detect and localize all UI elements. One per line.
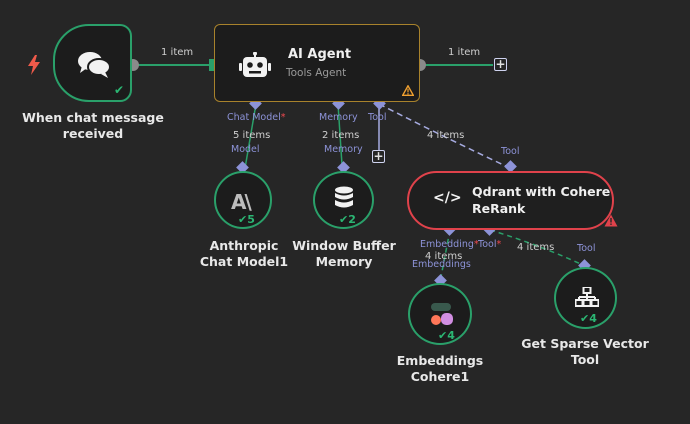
warning-icon (402, 85, 414, 96)
add-next-node-button[interactable]: + (494, 57, 507, 71)
sparse-label: Get Sparse Vector Tool (521, 336, 649, 367)
memory-port-label: Memory (319, 112, 358, 123)
check-icon: ✔4 (438, 329, 455, 342)
code-icon: </> (433, 190, 462, 206)
run-count: 4 (589, 312, 597, 325)
model-items-label: 5 items (233, 130, 271, 141)
embeddings-cohere-node[interactable]: ✔4 (408, 283, 472, 345)
robot-icon (239, 52, 271, 77)
edge-qdrant-tool (489, 229, 586, 267)
cohere-icon (431, 303, 453, 325)
qdrant-tool-port-label: Tool* (478, 239, 502, 250)
sparse-tool-input-label: Tool (577, 243, 596, 254)
run-count: 4 (447, 329, 455, 342)
model-input-port[interactable] (236, 161, 249, 174)
add-memory-button[interactable]: + (372, 149, 385, 163)
edge-tool (378, 103, 511, 169)
lightning-icon (28, 55, 40, 75)
get-sparse-vector-tool-node[interactable]: ✔4 (554, 267, 617, 329)
memory-input-label: Memory (324, 144, 363, 155)
embeddings-input-label: Embeddings (412, 259, 471, 270)
window-buffer-memory-node[interactable]: ✔2 (313, 171, 374, 229)
tool-items-label: 4 items (427, 130, 465, 141)
qdrant-tool-items-label: 4 items (517, 242, 555, 253)
model-input-label: Model (231, 144, 260, 155)
memory-label: Window Buffer Memory (292, 238, 396, 269)
qdrant-cohere-rerank-node[interactable]: </> Qdrant with Cohere ReRank (407, 171, 614, 230)
tool-input-label: Tool (501, 146, 520, 157)
check-icon: ✔2 (339, 213, 356, 226)
qdrant-title-line2: ReRank (472, 201, 526, 216)
anthropic-chat-model-node[interactable]: A\ ✔5 (214, 171, 272, 229)
warning-icon (604, 214, 618, 227)
check-icon: ✔5 (238, 213, 255, 226)
embed-items-label: 4 items (425, 251, 463, 262)
ai-agent-node[interactable]: AI Agent Tools Agent (214, 24, 420, 102)
agent-title: AI Agent (288, 47, 352, 62)
agent-subtitle: Tools Agent (286, 67, 347, 79)
edge-agent-out-label: 1 item (448, 47, 481, 58)
trigger-label: When chat message received (22, 110, 164, 141)
trigger-node[interactable]: ✔ (53, 24, 132, 102)
network-icon (575, 287, 599, 307)
run-count: 2 (348, 213, 356, 226)
memory-input-port[interactable] (337, 161, 350, 174)
tool-port-label: Tool (368, 112, 387, 123)
anthropic-label: Anthropic Chat Model1 (199, 238, 289, 269)
agent-input-handle[interactable] (209, 59, 215, 71)
embedding-port-label: Embedding* (420, 239, 479, 250)
check-icon: ✔ (114, 83, 125, 97)
edge-trigger-agent-label: 1 item (161, 47, 194, 58)
database-icon (335, 186, 353, 208)
chat-bubbles-icon (78, 52, 111, 78)
anthropic-icon: A\ (231, 190, 252, 214)
chat-model-port-label: Chat Model* (227, 112, 286, 123)
qdrant-title-line1: Qdrant with Cohere (472, 184, 611, 199)
check-icon: ✔4 (580, 312, 597, 325)
memory-items-label: 2 items (322, 130, 360, 141)
embeddings-label: Embeddings Cohere1 (396, 353, 484, 384)
run-count: 5 (247, 213, 255, 226)
